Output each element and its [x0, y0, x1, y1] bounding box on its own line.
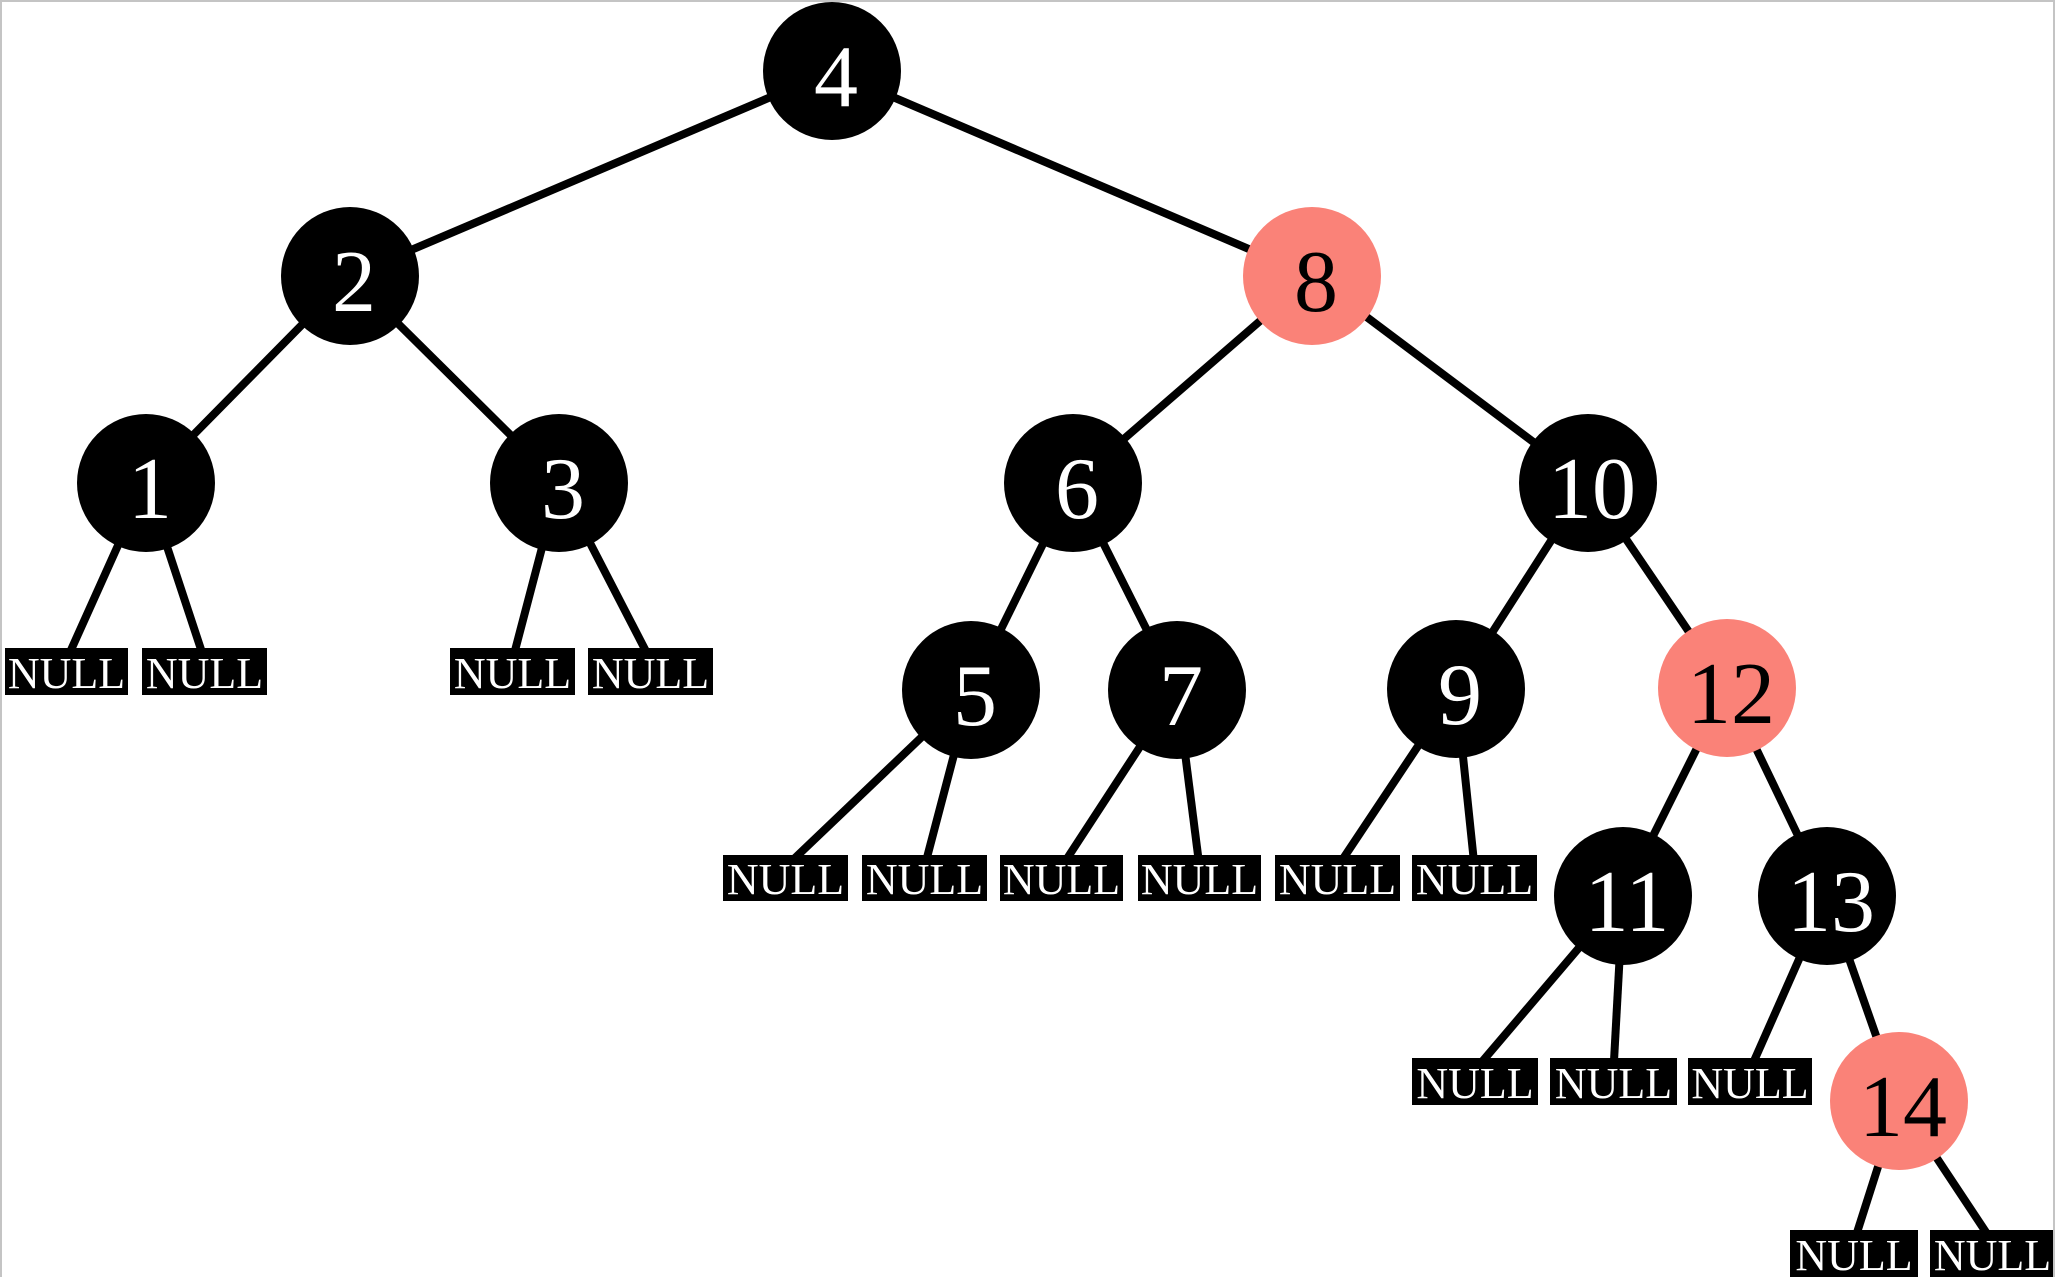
tree-edge-4-8: [830, 67, 1314, 280]
null-leaf-label: NULL: [145, 648, 264, 698]
null-leaf-null-7L: NULL: [1000, 855, 1123, 904]
tree-node-14: 14: [1830, 1032, 1968, 1170]
null-leaf-null-13L: NULL: [1688, 1058, 1812, 1105]
null-leaf-label: NULL: [726, 855, 845, 904]
tree-node-8: 8: [1243, 207, 1381, 345]
tree-node-10: 10: [1519, 414, 1657, 552]
node-label: 9: [1438, 647, 1482, 744]
null-leaf-null-7R: NULL: [1138, 855, 1261, 904]
null-leaf-label: NULL: [1691, 1058, 1809, 1108]
null-leaf-label: NULL: [1140, 855, 1259, 904]
node-label: 14: [1859, 1059, 1947, 1156]
null-leaf-label: NULL: [7, 648, 126, 698]
null-leaf-label: NULL: [1795, 1230, 1913, 1277]
null-leaf-null-9L: NULL: [1275, 855, 1400, 904]
null-leaf-null-1L: NULL: [5, 648, 128, 695]
tree-node-4: 4: [763, 2, 901, 140]
node-label: 8: [1294, 234, 1338, 331]
node-label: 1: [128, 441, 172, 538]
tree-node-13: 13: [1758, 827, 1896, 965]
node-label: 3: [541, 441, 585, 538]
null-leaf-null-1R: NULL: [142, 648, 267, 695]
tree-edge-4-2: [348, 67, 834, 280]
null-leaf-label: NULL: [1554, 1058, 1673, 1108]
tree-node-9: 9: [1387, 620, 1525, 758]
tree-node-12: 12: [1658, 619, 1796, 757]
tree-node-7: 7: [1108, 621, 1246, 759]
null-leaf-label: NULL: [1416, 1058, 1534, 1108]
null-leaf-label: NULL: [1415, 855, 1534, 904]
null-leaf-null-5L: NULL: [723, 855, 848, 904]
null-leaf-label: NULL: [865, 855, 984, 904]
null-leaf-label: NULL: [1002, 855, 1121, 904]
tree-node-1: 1: [77, 414, 215, 552]
null-leaf-null-3L: NULL: [450, 648, 575, 695]
tree-node-2: 2: [281, 207, 419, 345]
null-leaf-null-11R: NULL: [1550, 1058, 1677, 1105]
null-leaf-null-3R: NULL: [588, 648, 713, 695]
null-leaf-null-14L: NULL: [1790, 1230, 1918, 1277]
tree-node-11: 11: [1554, 827, 1692, 965]
tree-node-3: 3: [490, 414, 628, 552]
null-leaf-label: NULL: [1933, 1230, 2052, 1277]
node-label: 12: [1687, 646, 1775, 743]
node-label: 10: [1548, 441, 1636, 538]
null-leaf-null-9R: NULL: [1412, 855, 1537, 904]
node-label: 2: [332, 234, 376, 331]
null-leaf-label: NULL: [591, 648, 710, 698]
node-label: 11: [1584, 854, 1670, 951]
node-label: 6: [1055, 441, 1099, 538]
node-label: 7: [1159, 648, 1203, 745]
null-leaf-label: NULL: [1278, 855, 1397, 904]
tree-node-6: 6: [1004, 414, 1142, 552]
tree-node-5: 5: [902, 621, 1040, 759]
null-leaf-null-14R: NULL: [1930, 1230, 2055, 1277]
null-leaf-label: NULL: [453, 648, 572, 698]
node-label: 4: [814, 29, 858, 126]
node-label: 13: [1787, 854, 1875, 951]
null-leaf-null-11L: NULL: [1412, 1058, 1538, 1105]
node-label: 5: [953, 648, 997, 745]
null-leaf-null-5R: NULL: [862, 855, 987, 904]
